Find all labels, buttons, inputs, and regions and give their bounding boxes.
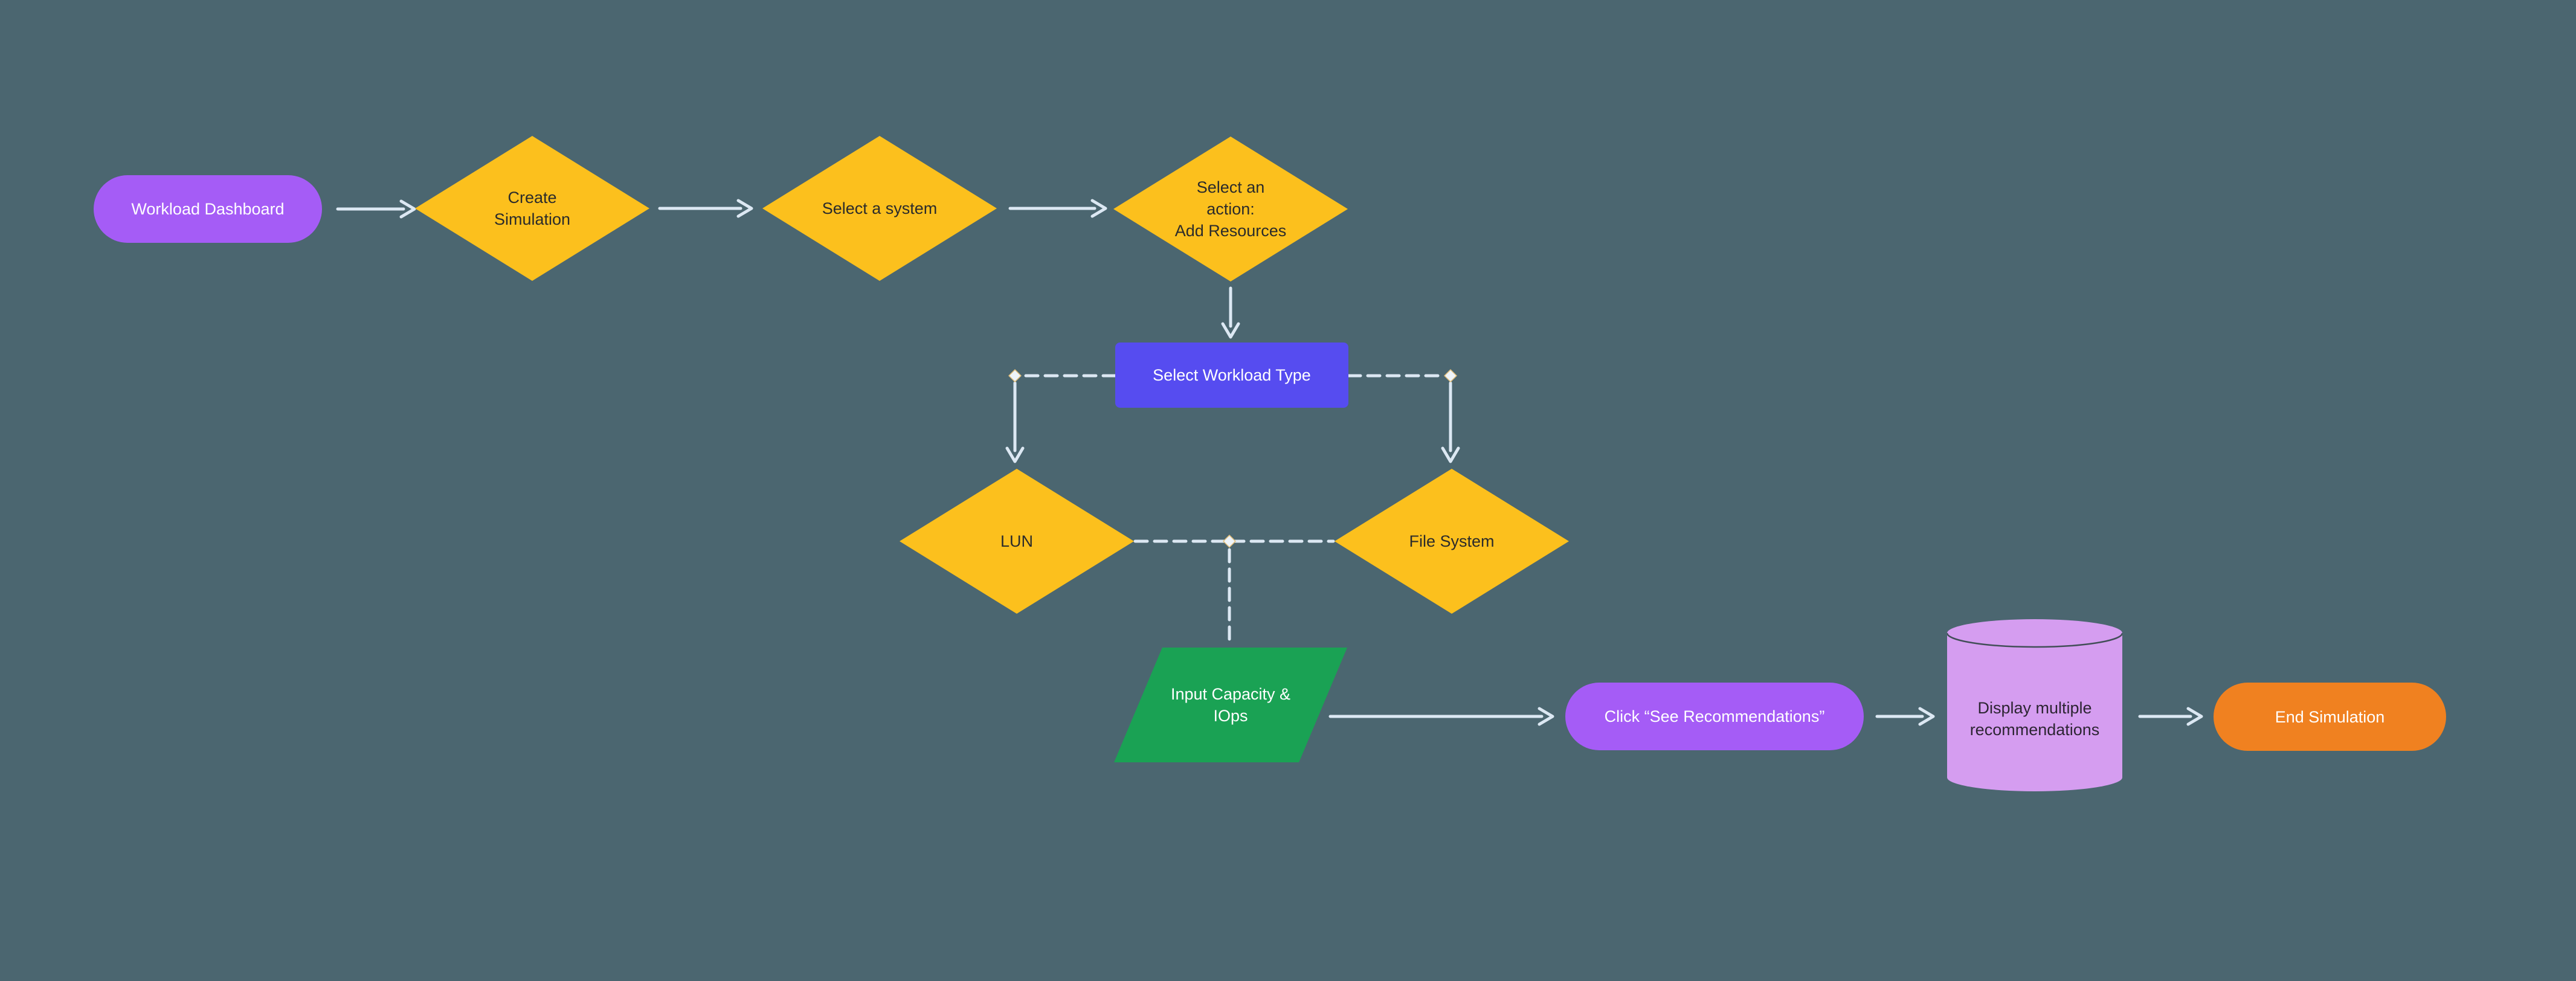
edge-inputcapacity-to-click <box>1328 707 1554 726</box>
node-label: Click “See Recommendations” <box>1604 707 1825 725</box>
node-label: Select Workload Type <box>1153 366 1311 384</box>
edge-display-to-end <box>2138 707 2203 726</box>
node-label: Create Simulation <box>494 188 571 228</box>
node-label: LUN <box>1000 532 1033 550</box>
node-label: Input Capacity & IOps <box>1170 685 1291 725</box>
node-select-workload-type[interactable]: Select Workload Type <box>1115 343 1348 408</box>
node-label: End Simulation <box>2275 707 2385 726</box>
node-label: Select a system <box>822 199 938 217</box>
edge-selectaction-to-workloadtype <box>1221 286 1240 339</box>
node-end-simulation[interactable]: End Simulation <box>2214 683 2446 751</box>
cylinder-shape <box>1947 619 2122 791</box>
edge-create-to-selectsystem <box>658 199 753 218</box>
edge-click-to-display <box>1875 707 1935 726</box>
node-workload-dashboard[interactable]: Workload Dashboard <box>94 175 322 243</box>
edge-selectsystem-to-selectaction <box>1008 199 1107 218</box>
junction-diamond-left <box>1008 369 1022 382</box>
edge-junction-to-filesystem <box>1441 381 1460 463</box>
node-label: File System <box>1409 532 1495 550</box>
edge-workload-to-create <box>336 199 416 219</box>
junction-diamond-center <box>1223 535 1236 548</box>
node-label: Workload Dashboard <box>131 200 285 218</box>
edge-junction-to-lun <box>1005 381 1025 463</box>
node-label: Display multiple recommendations <box>1969 698 2100 739</box>
node-label: Select an action: Add Resources <box>1174 178 1287 240</box>
junction-diamond-right <box>1444 369 1457 382</box>
node-click-see-recommendations[interactable]: Click “See Recommendations” <box>1565 683 1864 750</box>
node-display-multiple-recommendations[interactable]: Display multiple recommendations <box>1947 619 2122 791</box>
